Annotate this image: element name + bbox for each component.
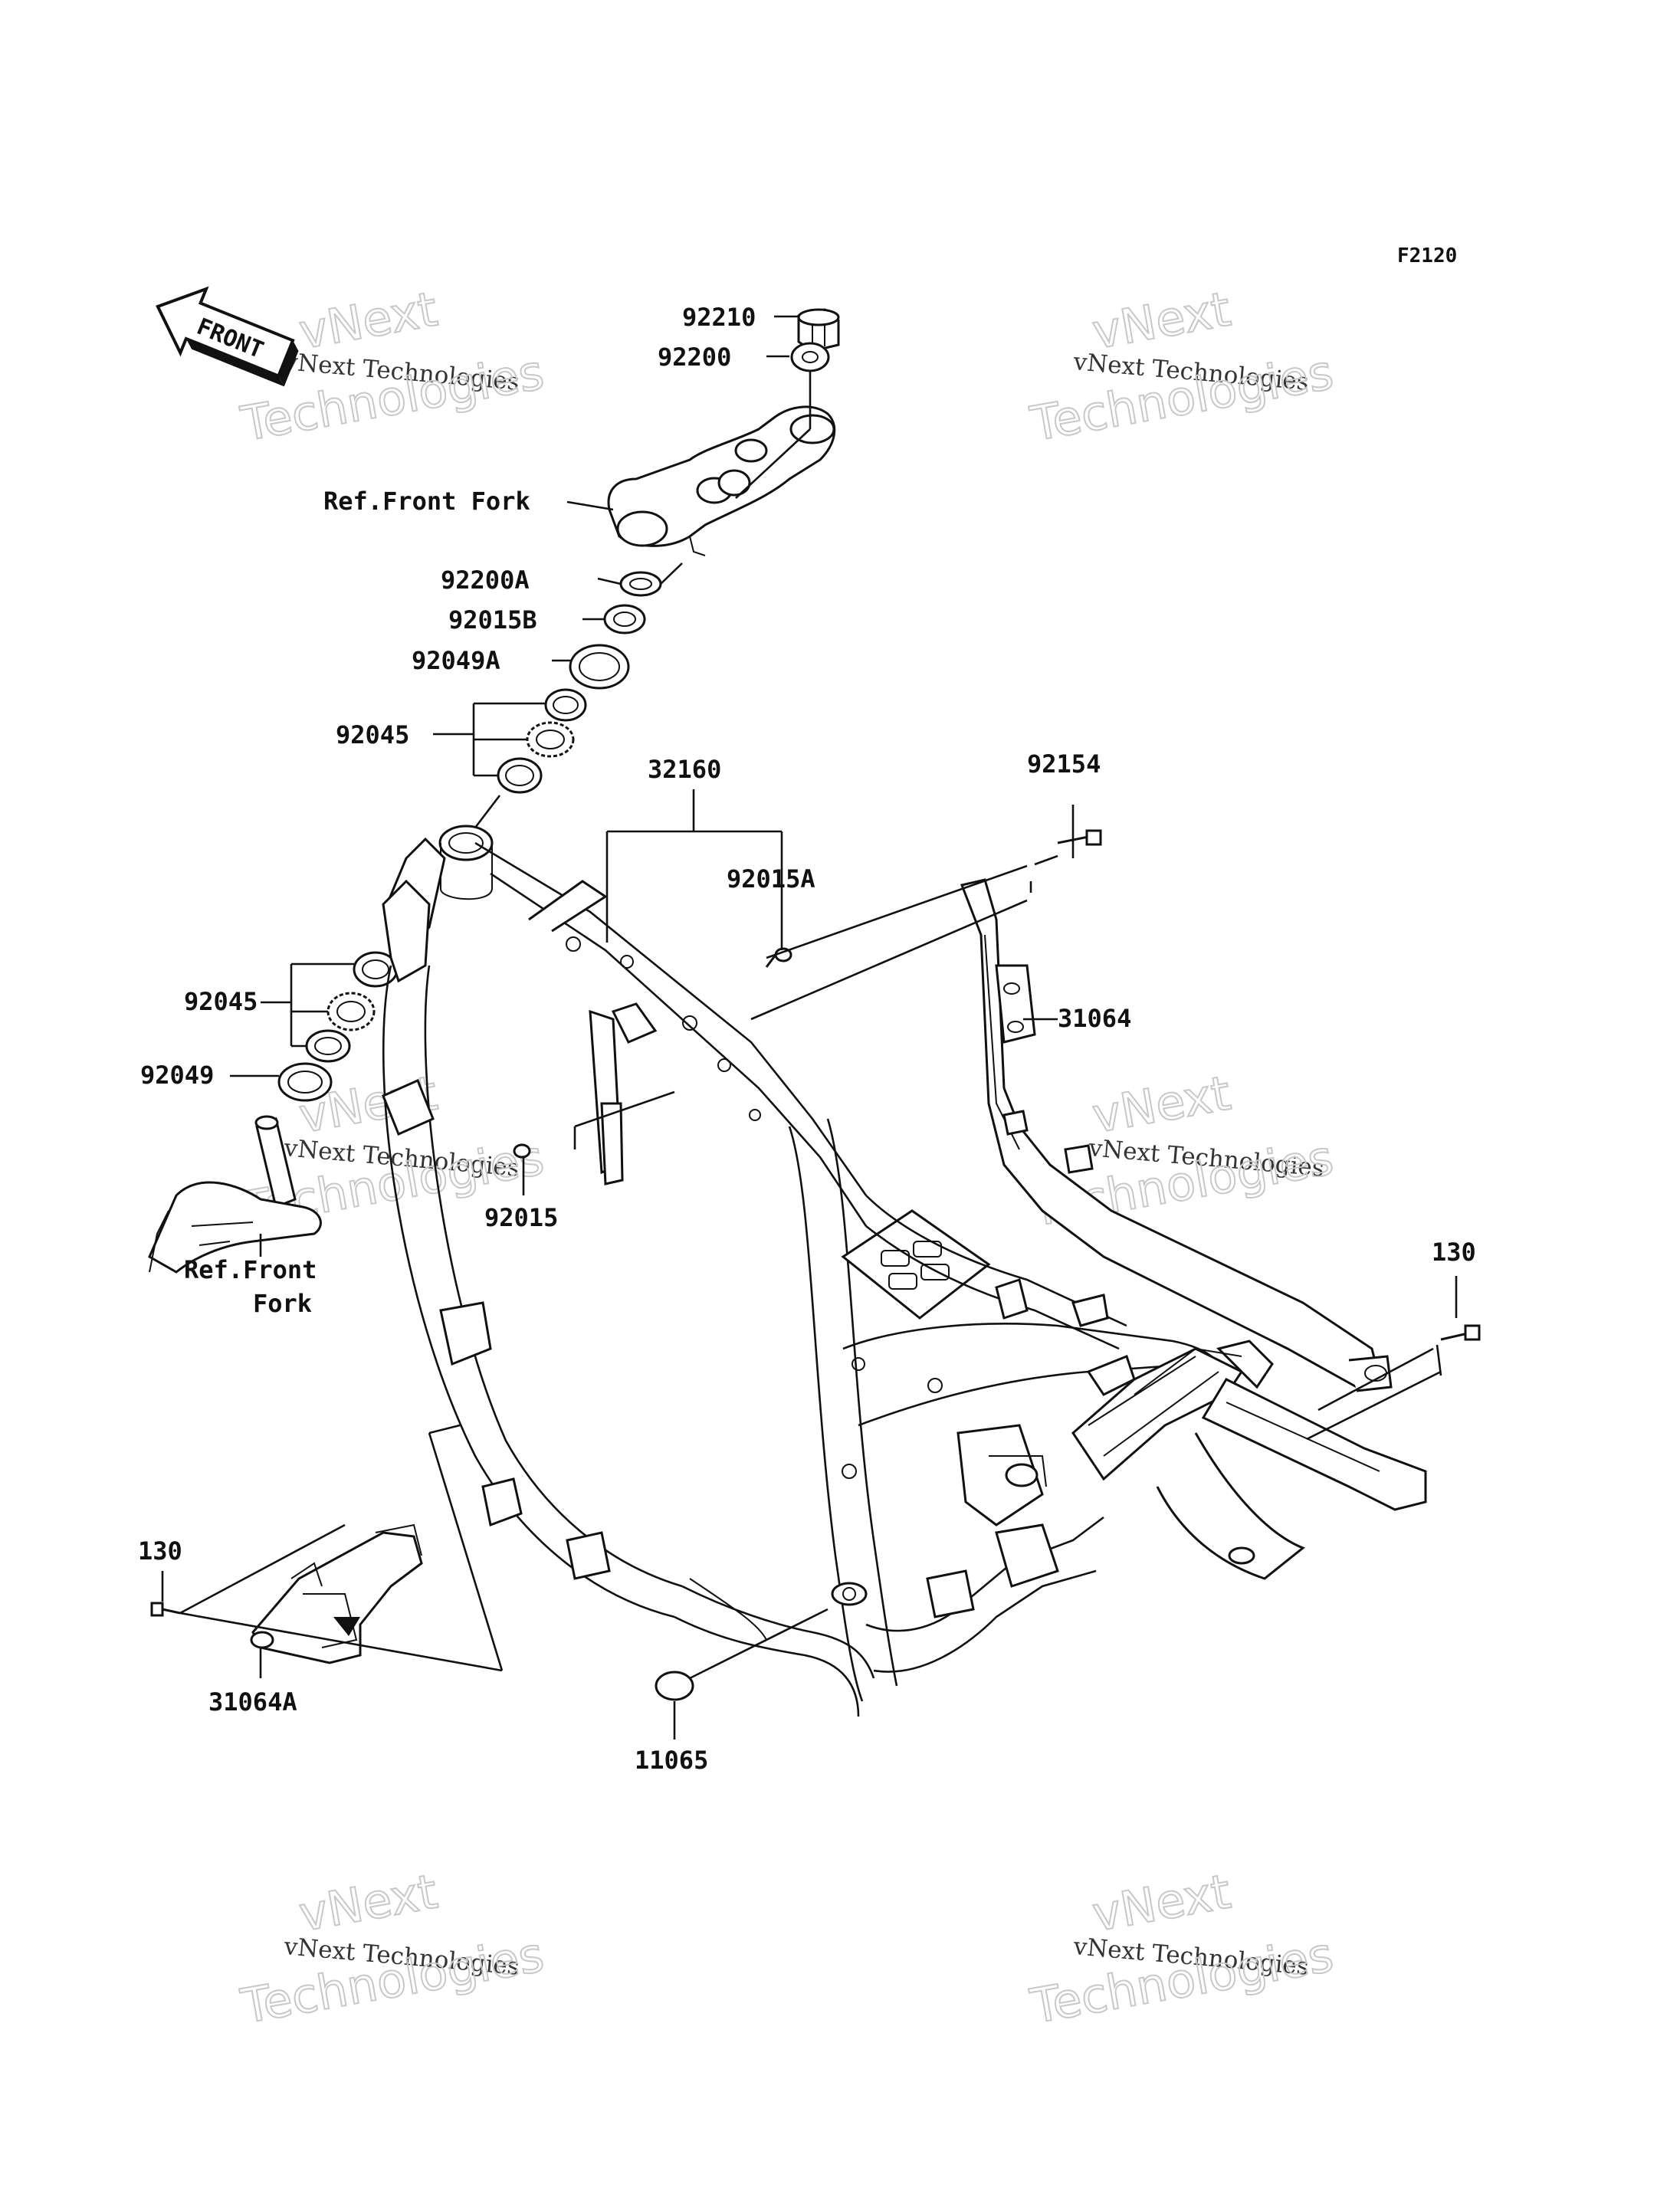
label-92210: 92210 bbox=[682, 303, 756, 332]
label-92045-top: 92045 bbox=[336, 720, 409, 749]
bracket-31064A-icon bbox=[250, 1523, 423, 1664]
label-92049: 92049 bbox=[140, 1061, 214, 1090]
label-ref-front-low-1: Ref.Front bbox=[184, 1255, 317, 1284]
diagram-code: F2120 bbox=[1397, 244, 1457, 267]
svg-text:vNext: vNext bbox=[295, 280, 441, 359]
label-130-right: 130 bbox=[1432, 1238, 1476, 1267]
plug-11065-icon bbox=[655, 1671, 694, 1701]
watermark-bottom-right: vNext vNext Technologies Technologies bbox=[1025, 1862, 1338, 2035]
label-130-left: 130 bbox=[138, 1536, 182, 1566]
bolt-130-right-icon bbox=[1440, 1324, 1481, 1341]
leader-lines bbox=[161, 315, 1458, 1740]
label-31064A: 31064A bbox=[208, 1687, 297, 1717]
watermark-bottom-left: vNext vNext Technologies Technologies bbox=[236, 1862, 549, 2035]
label-92154: 92154 bbox=[1027, 749, 1101, 779]
nut-92210-icon bbox=[797, 308, 840, 353]
label-31064: 31064 bbox=[1058, 1004, 1131, 1033]
label-ref-front-low-2: Fork bbox=[253, 1289, 312, 1318]
main-frame-icon bbox=[382, 825, 1427, 1717]
label-ref-front-fork-top: Ref.Front Fork bbox=[323, 487, 530, 516]
label-92200: 92200 bbox=[658, 343, 731, 372]
label-92015: 92015 bbox=[484, 1203, 558, 1232]
seal-92049A-icon bbox=[569, 644, 630, 690]
label-92049A: 92049A bbox=[412, 646, 500, 675]
bearing-92045-lower-icon bbox=[305, 951, 399, 1063]
label-11065: 11065 bbox=[635, 1746, 708, 1775]
front-arrow-icon: FRONT bbox=[156, 286, 299, 387]
washer-92200-icon bbox=[790, 342, 830, 372]
watermark-top-right: vNext vNext Technologies Technologies bbox=[1025, 280, 1338, 453]
bolt-130-left-icon bbox=[150, 1602, 181, 1617]
label-32160: 32160 bbox=[648, 755, 721, 784]
lockwasher-92200A-icon bbox=[619, 571, 662, 597]
label-92200A: 92200A bbox=[441, 566, 530, 595]
bolt-92015-icon bbox=[513, 1143, 531, 1159]
svg-text:vNext: vNext bbox=[295, 1863, 441, 1942]
seal-92049-icon bbox=[277, 1062, 333, 1102]
svg-text:vNext: vNext bbox=[1088, 1863, 1235, 1942]
svg-text:vNext: vNext bbox=[1088, 1064, 1235, 1143]
label-92045-low: 92045 bbox=[184, 987, 258, 1016]
nut-92015B-icon bbox=[603, 604, 646, 635]
label-92015A: 92015A bbox=[727, 864, 815, 894]
bearing-92045-upper-icon bbox=[497, 688, 587, 794]
bolt-92154-icon bbox=[1057, 829, 1102, 846]
side-frame-31064-icon bbox=[960, 878, 1393, 1392]
upper-triple-clamp-icon bbox=[607, 405, 836, 556]
svg-text:vNext: vNext bbox=[1088, 280, 1235, 359]
lower-fork-bracket-icon bbox=[148, 1115, 322, 1274]
label-92015B: 92015B bbox=[448, 605, 537, 635]
